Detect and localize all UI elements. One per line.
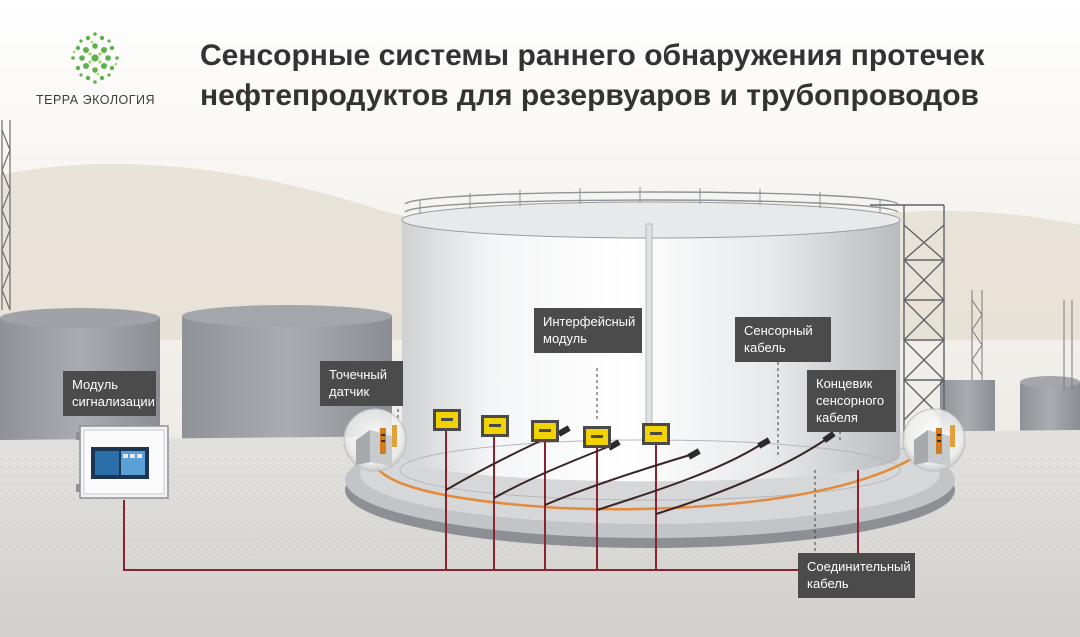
terra-ecology-logo-icon <box>71 32 119 84</box>
interface-modules <box>433 409 670 448</box>
label-interface-module: Интерфейсный модуль <box>534 308 642 353</box>
label-point-sensor: Точечный датчик <box>320 361 403 406</box>
label-sensor-cable: Сенсорный кабель <box>735 317 831 362</box>
stair-tower <box>870 204 945 440</box>
sensor-cable-loop <box>374 448 926 511</box>
cable-end-plugs <box>557 425 836 460</box>
label-connecting-cable: Соединительный кабель <box>798 553 915 598</box>
label-cable-end: Концевик сенсорного кабеля <box>807 370 896 432</box>
page-title: Сенсорные системы раннего обнаружения пр… <box>200 39 985 112</box>
label-alarm-module: Модуль сигнализации <box>63 371 156 416</box>
alarm-module-cabinet <box>76 425 169 499</box>
point-sensor-left <box>343 408 407 472</box>
point-sensor-right <box>902 408 966 472</box>
main-tank <box>399 187 901 501</box>
sensor-cables <box>445 431 826 515</box>
brand-name: ТЕРРА ЭКОЛОГИЯ <box>36 93 156 107</box>
